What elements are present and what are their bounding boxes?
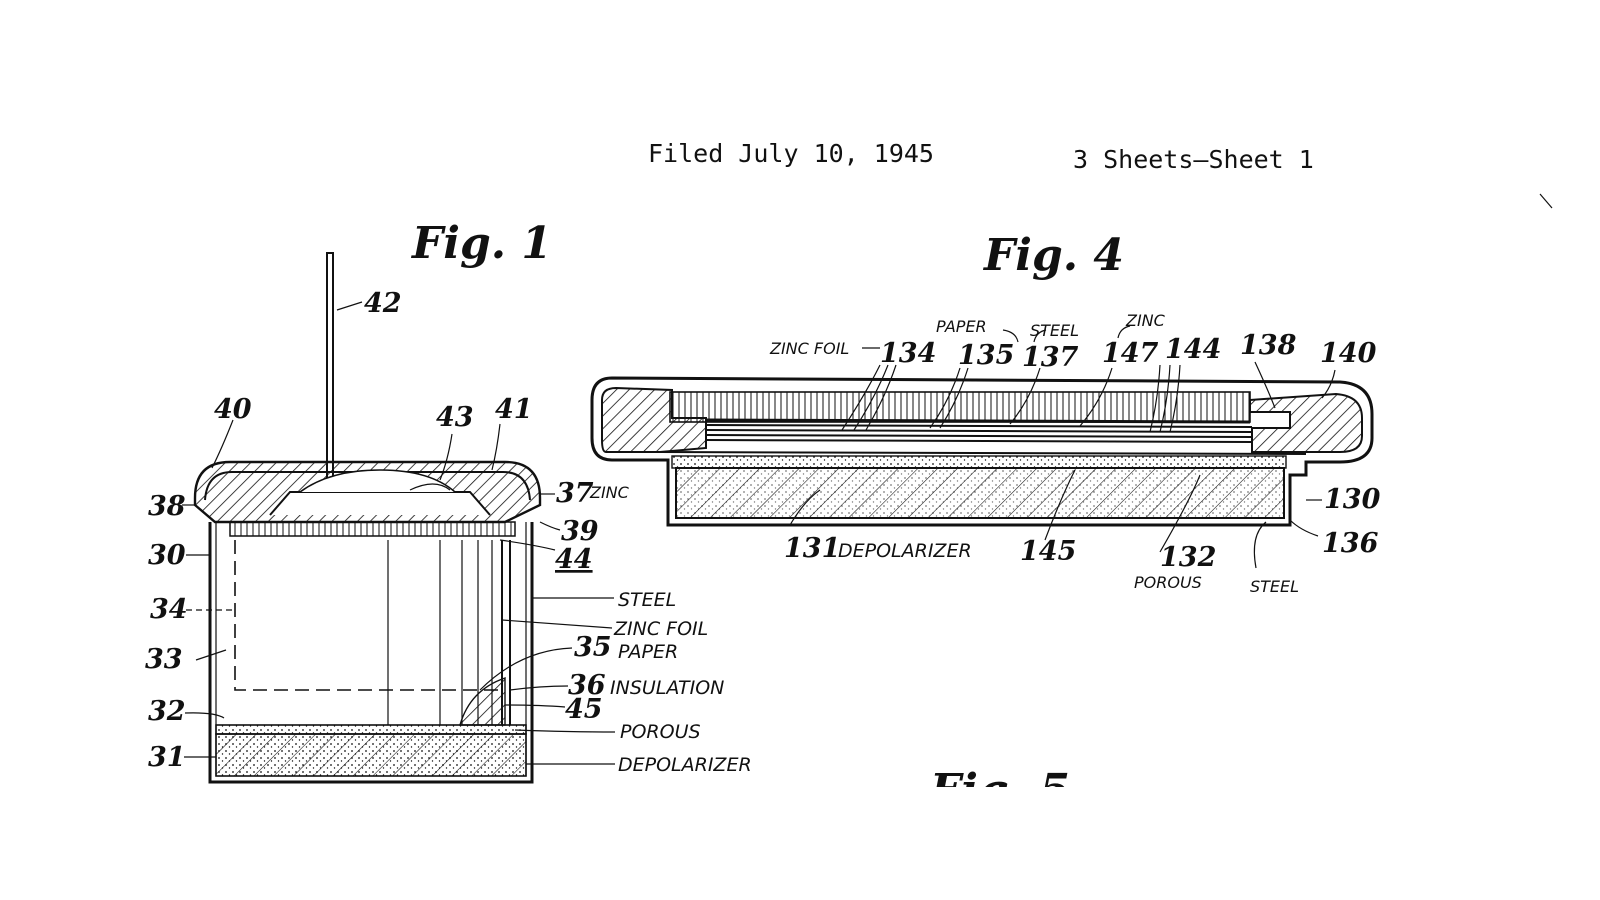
fig1-reference-numerals: 42 40 43 41 38 37 ZINC 39 44 30 34 33 32… <box>145 288 630 773</box>
fig1-ref-30: 30 <box>148 540 186 571</box>
fig4-label-zinc-foil: ZINC FOIL <box>769 339 849 358</box>
fig1-can <box>208 521 534 784</box>
fig4-ref-137: 137 <box>1022 342 1079 373</box>
fig4-ref-138: 138 <box>1240 330 1297 361</box>
fig4-ref-140: 140 <box>1320 338 1377 369</box>
fig1-label-zinc-foil: ZINC FOIL <box>613 618 708 640</box>
fig1-label-insulation: INSULATION <box>610 677 724 699</box>
fig1-label-depolarizer: DEPOLARIZER <box>618 754 752 776</box>
fig1-ref-35: 35 <box>574 632 612 663</box>
fig4-leaders <box>789 325 1336 569</box>
fig1-material-labels: STEEL ZINC FOIL PAPER INSULATION POROUS … <box>610 589 752 776</box>
fig4-ref-132: 132 <box>1160 542 1216 573</box>
fig1-label-porous: POROUS <box>620 721 701 743</box>
fig1-ref-42: 42 <box>364 288 402 319</box>
figure-4: Fig. 4 <box>590 230 1381 596</box>
fig4-material-labels: ZINC FOIL PAPER STEEL ZINC DEPOLARIZER P… <box>769 311 1299 596</box>
fig1-ref-32: 32 <box>148 696 186 727</box>
fig1-ref-34: 34 <box>150 594 188 625</box>
fig1-title: Fig. 1 <box>410 218 552 269</box>
fig4-ref-136: 136 <box>1322 528 1379 559</box>
fig4-ref-130: 130 <box>1324 484 1381 515</box>
fig1-ref-33: 33 <box>145 644 183 675</box>
fig4-ref-147: 147 <box>1102 338 1159 369</box>
fig4-label-depolarizer: DEPOLARIZER <box>838 540 972 562</box>
figure-1: Fig. 1 <box>145 218 752 784</box>
fig1-cap <box>193 460 542 524</box>
fig1-ref-45: 45 <box>565 694 603 725</box>
sheet-header: Filed July 10, 1945 3 Sheets—Sheet 1 <box>648 139 1314 174</box>
fig4-title: Fig. 4 <box>982 230 1124 281</box>
fig1-label-steel: STEEL <box>618 589 676 611</box>
filed-date: Filed July 10, 1945 <box>648 139 934 168</box>
fig1-ref-43: 43 <box>436 402 474 433</box>
fig4-ref-144: 144 <box>1165 334 1221 365</box>
fig4-label-zinc: ZINC <box>1125 311 1166 330</box>
fig1-ref-36: 36 <box>568 670 606 701</box>
fig4-ref-134: 134 <box>880 338 936 369</box>
fig1-ref-40: 40 <box>214 394 252 425</box>
fig1-label-zinc: ZINC <box>589 483 630 502</box>
fig4-ref-135: 135 <box>958 340 1014 371</box>
fig1-ref-39: 39 <box>561 516 599 547</box>
fig1-leaders <box>182 301 616 765</box>
figure-5: Fig. 5 <box>928 765 1070 816</box>
fig1-ref-38: 38 <box>148 491 186 522</box>
fig1-ref-41: 41 <box>495 394 533 425</box>
fig1-terminal-wire <box>326 252 334 496</box>
fig1-ref-31: 31 <box>148 742 186 773</box>
fig4-cell-section <box>590 376 1374 527</box>
sheet-number: 3 Sheets—Sheet 1 <box>1073 145 1314 174</box>
fig1-ref-44: 44 <box>555 544 593 575</box>
fig4-label-paper: PAPER <box>936 317 987 336</box>
fig4-ref-131: 131 <box>784 533 840 564</box>
fig1-ref-37: 37 <box>556 478 594 509</box>
fig4-ref-145: 145 <box>1020 536 1076 567</box>
fig4-reference-numerals: 134 135 137 147 144 138 140 130 136 131 … <box>784 330 1381 573</box>
fig5-title: Fig. 5 <box>928 765 1070 816</box>
fig4-label-steel-bottom: STEEL <box>1250 577 1299 596</box>
stray-mark <box>1539 193 1553 209</box>
fig1-label-paper: PAPER <box>618 641 678 663</box>
fig4-label-steel-top: STEEL <box>1030 321 1079 340</box>
fig4-label-porous: POROUS <box>1134 573 1202 592</box>
